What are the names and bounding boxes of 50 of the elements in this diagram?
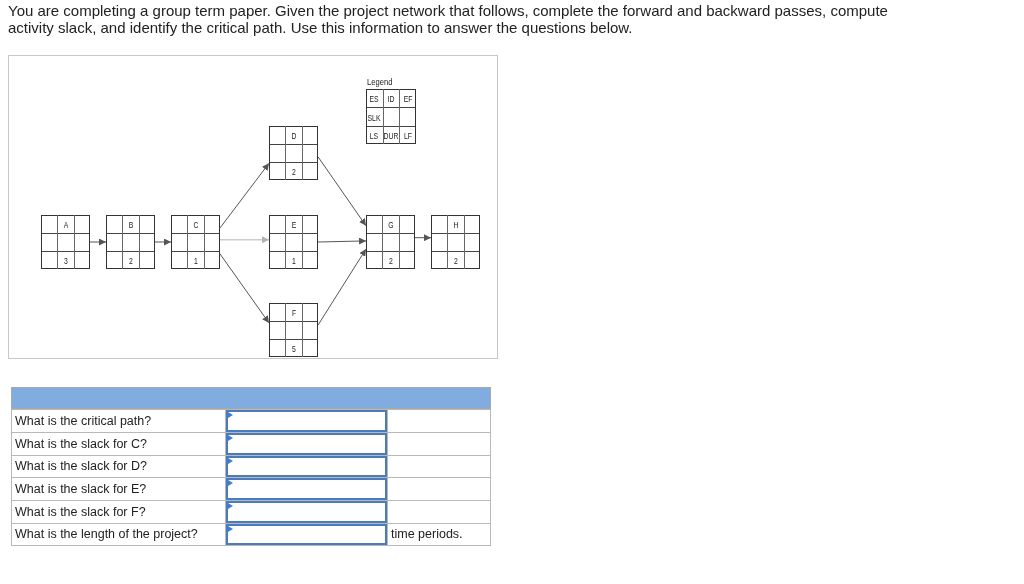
- activity-box: [431, 215, 480, 269]
- activity-box: [269, 303, 318, 357]
- question-label: What is the slack for D?: [15, 459, 147, 474]
- legend-field-label: LS: [370, 129, 379, 141]
- duration-number: 2: [388, 254, 393, 266]
- instructions-text: You are completing a group term paper. Given the project network that follows, complete the forward and backward passes, compute activity slack, and identify the critical path. Use this information to answer the questions below.: [8, 2, 889, 36]
- duration-number: 3: [63, 254, 68, 266]
- activity-letter: D: [291, 129, 296, 141]
- arrow: [154, 238, 172, 246]
- arrow: [219, 162, 270, 229]
- activity-letter: G: [387, 218, 394, 230]
- question-label: What is the slack for C?: [15, 436, 147, 452]
- activity-letter: C: [193, 218, 198, 230]
- legend-heading: Legend: [367, 76, 393, 87]
- activity-letter: B: [128, 218, 133, 230]
- legend-field-label: LF: [403, 129, 412, 141]
- duration-number: 2: [291, 165, 296, 177]
- arrow: [219, 236, 270, 244]
- activity-letter: E: [291, 218, 296, 230]
- arrow: [414, 234, 432, 242]
- activity-box: [171, 215, 220, 269]
- duration-number: 1: [193, 254, 198, 266]
- arrow: [317, 156, 367, 227]
- arrow: [317, 248, 367, 326]
- activity-box: [106, 215, 155, 269]
- arrow: [317, 237, 367, 245]
- legend-field-label: ES: [369, 92, 379, 104]
- activity-box: [269, 126, 318, 180]
- legend-field-label: ID: [387, 92, 395, 104]
- activity-letter: H: [453, 218, 458, 230]
- question-label: What is the length of the project?: [15, 527, 198, 542]
- duration-number: 5: [291, 342, 296, 354]
- activity-box: [269, 215, 318, 269]
- duration-number: 2: [128, 254, 133, 266]
- question-label: What is the critical path?: [15, 413, 152, 429]
- activity-box: [41, 215, 90, 269]
- activity-letter: F: [291, 306, 296, 318]
- question-label: What is the slack for F?: [15, 504, 146, 520]
- legend-field-label: SLK: [367, 111, 381, 122]
- duration-number: 2: [453, 254, 458, 266]
- activity-box: [366, 215, 415, 269]
- unit-label: time periods.: [391, 527, 463, 542]
- arrow: [219, 253, 270, 324]
- legend-key: [366, 76, 416, 144]
- duration-number: 1: [291, 254, 296, 266]
- legend-field-label: DUR: [383, 129, 399, 141]
- question-label: What is the slack for E?: [15, 481, 147, 497]
- activity-letter: A: [63, 218, 68, 230]
- legend-field-label: EF: [403, 92, 413, 104]
- arrow: [89, 238, 107, 246]
